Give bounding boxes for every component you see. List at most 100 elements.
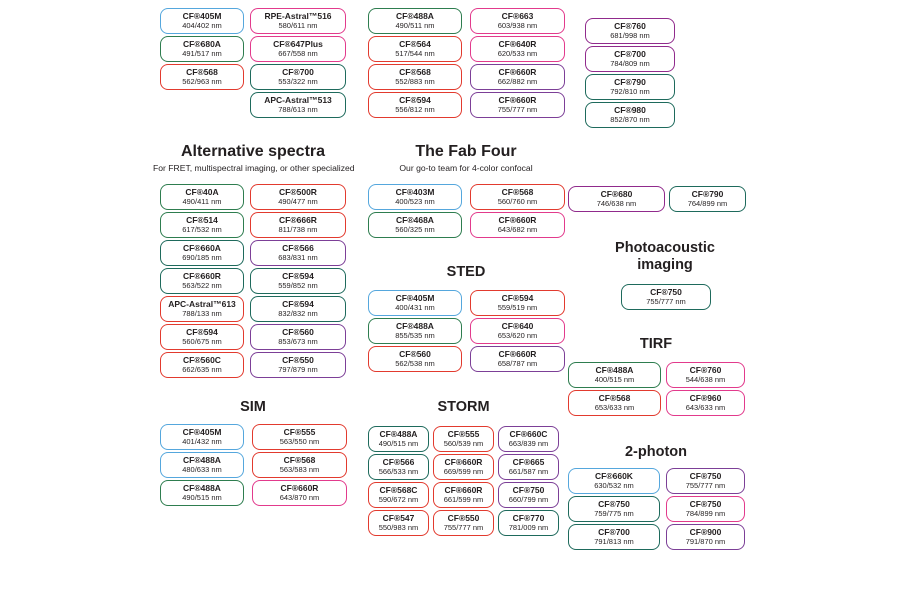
- dye-wavelength-range: 580/611 nm: [278, 20, 318, 30]
- dye-name: CF®550: [447, 512, 480, 523]
- dye-wavelength-range: 480/633 nm: [182, 464, 222, 474]
- dye-name: CF®663: [501, 10, 534, 21]
- dye-wavelength-range: 559/519 nm: [497, 302, 538, 312]
- dye-wavelength-range: 490/477 nm: [278, 196, 318, 206]
- dye-wavelength-range: 853/673 nm: [278, 336, 318, 346]
- section-title: TIRF: [639, 336, 673, 352]
- dye-name: CF®560: [399, 348, 431, 359]
- dye-wavelength-range: 560/539 nm: [443, 438, 484, 448]
- dye-name: CF®560C: [183, 354, 221, 365]
- dye-name: CF®750: [650, 286, 682, 297]
- dye-wavelength-range: 683/831 nm: [278, 252, 318, 262]
- dye-name: CF®566: [382, 456, 415, 467]
- dye-wavelength-range: 544/638 nm: [685, 374, 726, 384]
- dye-name: CF®660R: [280, 482, 319, 493]
- dye-wavelength-range: 755/777 nm: [497, 104, 538, 114]
- dye-wavelength-range: 553/322 nm: [278, 76, 318, 86]
- dye-wavelength-range: 563/550 nm: [279, 436, 320, 446]
- dye-wavelength-range: 746/638 nm: [596, 198, 637, 208]
- dye-wavelength-range: 552/883 nm: [395, 76, 435, 86]
- dye-wavelength-range: 660/799 nm: [508, 494, 549, 504]
- dye-name: CF®566: [282, 242, 314, 253]
- section-subtitle: For FRET, multispectral imaging, or othe…: [153, 163, 355, 174]
- section-header-two-photon: 2-photon: [591, 444, 721, 461]
- dye-wavelength-range: 784/899 nm: [685, 508, 726, 518]
- dye-name: CF®550: [282, 354, 314, 365]
- dye-name: CF®405M: [182, 426, 222, 437]
- section-title: SIM: [240, 399, 266, 415]
- dye-name: CF®980: [614, 104, 646, 115]
- dye-name: CF®488A: [183, 482, 221, 493]
- dye-wavelength-range: 566/533 nm: [378, 466, 419, 476]
- dye-name: CF®665: [512, 456, 545, 467]
- dye-name: CF®660C: [509, 428, 548, 439]
- dye-name: CF®660R: [498, 214, 537, 225]
- dye-wavelength-range: 797/879 nm: [278, 364, 318, 374]
- dye-wavelength-range: 663/839 nm: [508, 438, 549, 448]
- dye-name: CF®760: [689, 364, 722, 375]
- dye-wavelength-range: 781/009 nm: [508, 522, 549, 532]
- dye-wavelength-range: 517/544 nm: [395, 48, 435, 58]
- dye-name: CF®568: [501, 186, 534, 197]
- dye-name: CF®555: [447, 428, 480, 439]
- dye-wavelength-range: 669/599 nm: [443, 466, 484, 476]
- dye-wavelength-range: 852/870 nm: [610, 114, 650, 124]
- section-header-alternative-spectra: Alternative spectra For FRET, multispect…: [153, 142, 355, 174]
- dye-name: CF®790: [691, 188, 724, 199]
- dye-wavelength-range: 755/777 nm: [646, 296, 686, 306]
- dye-name: CF®40A: [185, 186, 219, 197]
- dye-wavelength-range: 490/515 nm: [378, 438, 419, 448]
- dye-name: CF®647Plus: [273, 38, 323, 49]
- section-subtitle: Our go-to team for 4-color confocal: [399, 163, 533, 174]
- dye-name: CF®568: [399, 66, 431, 77]
- dye-name: CF®790: [614, 76, 646, 87]
- dye-wavelength-range: 562/538 nm: [395, 358, 435, 368]
- dye-name: CF®560: [282, 326, 314, 337]
- dye-name: CF®666R: [279, 214, 317, 225]
- dye-name: CF®660R: [498, 348, 537, 359]
- dye-wavelength-range: 755/777 nm: [685, 480, 726, 490]
- dye-name: CF®680A: [183, 38, 221, 49]
- dye-name: APC-Astral™613: [168, 298, 236, 309]
- section-title: STED: [446, 264, 486, 280]
